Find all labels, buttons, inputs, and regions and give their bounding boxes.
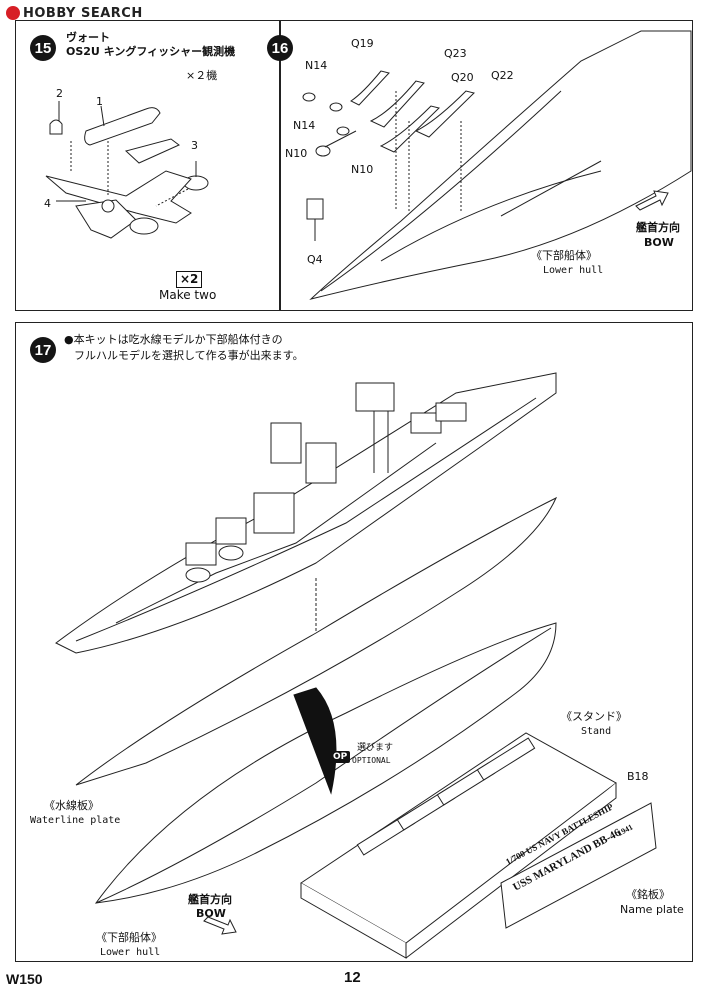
waterline-jp: 《水線板》 [44, 799, 99, 812]
step15-quantity: ×２機 [186, 69, 218, 82]
bow-arrow-icon [635, 190, 669, 211]
step17-bow-en: BOW [196, 907, 226, 920]
part-label-q4: Q4 [307, 253, 323, 266]
step15-title-line2: OS2U キングフィッシャー観測機 [66, 45, 236, 58]
step16-hull-en: Lower hull [543, 265, 604, 276]
step15-panel: 15 ヴォート OS2U キングフィッシャー観測機 ×２機 1 2 3 4 [15, 20, 280, 311]
step17-note-line2: フルハルモデルを選択して作る事が出来ます。 [74, 349, 304, 362]
step17-note-line1: ●本キットは吃水線モデルか下部船体付きの [64, 333, 283, 346]
optional-badge: OP [330, 751, 351, 763]
part-label-q20: Q20 [451, 71, 474, 84]
step17-bow-jp: 艦首方向 [188, 893, 232, 906]
stand-en: Stand [581, 726, 612, 737]
optional-crescent-icon [293, 687, 337, 795]
optional-en: OPTIONAL [352, 756, 391, 765]
nameplate-jp: 《銘板》 [626, 888, 670, 901]
part-label-q22: Q22 [491, 69, 514, 82]
part-label-1: 1 [96, 95, 103, 108]
part-label-3: 3 [191, 139, 198, 152]
step16-panel: 16 Q19 Q23 N14 Q20 Q22 N14 N10 N10 Q4 [267, 20, 693, 311]
part-label-2: 2 [56, 87, 63, 100]
site-logo: HOBBY SEARCH [6, 4, 143, 22]
stand-jp: 《スタンド》 [561, 710, 627, 723]
nameplate-part-label: B18 [627, 770, 649, 783]
logo-text: HOBBY SEARCH [23, 5, 143, 21]
hull-deck-illustration [302, 30, 692, 300]
step15-title-line1: ヴォート [66, 31, 110, 44]
page-number: 12 [344, 969, 361, 986]
part-label-n14-b: N14 [293, 119, 316, 132]
part-label-n14-a: N14 [305, 59, 328, 72]
part-label-q23: Q23 [444, 47, 467, 60]
step15-number: 15 [30, 35, 56, 61]
make-two-badge: ×2 [176, 271, 203, 288]
make-two-label: Make two [159, 288, 217, 302]
part-label-q19: Q19 [351, 37, 374, 50]
step16-number: 16 [267, 35, 293, 61]
step17-number: 17 [30, 337, 56, 363]
logo-mark-icon [6, 6, 20, 20]
part-label-n10-b: N10 [351, 163, 374, 176]
footer-code: W150 [6, 971, 43, 987]
bow-arrow-icon-17 [203, 916, 237, 935]
waterline-en: Waterline plate [30, 815, 121, 826]
optional-jp: 選びます [357, 743, 394, 753]
part-label-n10-a: N10 [285, 147, 308, 160]
floatplane-illustration [45, 101, 209, 239]
battleship-assembly-illustration [55, 372, 657, 959]
step16-bow-jp: 艦首方向 [636, 221, 680, 234]
lower-hull-en-17: Lower hull [100, 947, 161, 958]
step16-bow-en: BOW [644, 236, 674, 249]
lower-hull-jp-17: 《下部船体》 [96, 931, 162, 944]
step16-hull-jp: 《下部船体》 [531, 249, 597, 262]
part-label-4: 4 [44, 197, 51, 210]
nameplate-en: Name plate [620, 903, 684, 916]
step17-panel: 17 ●本キットは吃水線モデルか下部船体付きの フルハルモデルを選択して作る事が… [15, 322, 693, 962]
